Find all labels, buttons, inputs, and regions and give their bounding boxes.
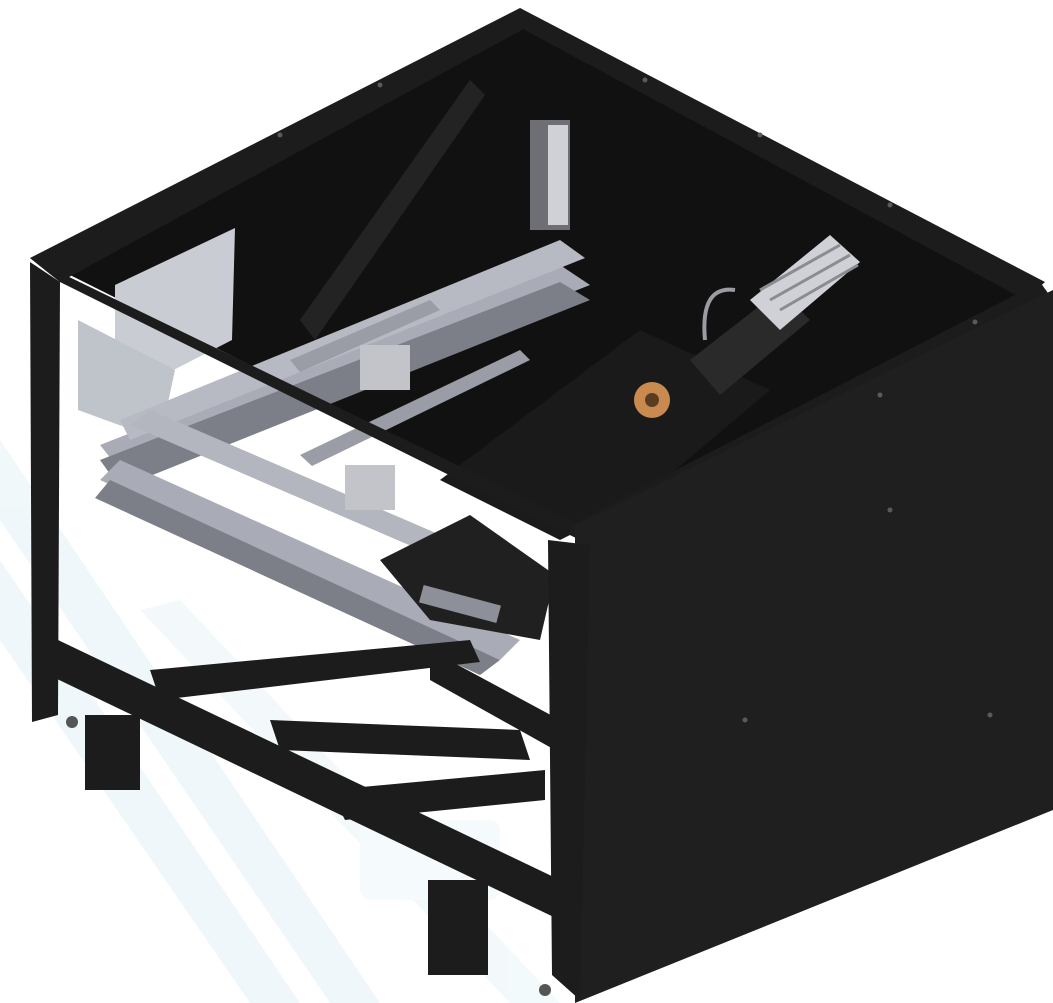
front-left-post	[30, 262, 60, 722]
base-frame	[55, 640, 560, 920]
right-side-panel	[575, 290, 1053, 1003]
leveling-feet	[66, 715, 551, 996]
motor-assembly	[634, 235, 860, 418]
frame-bolts	[277, 77, 993, 723]
carriage-block	[380, 515, 555, 640]
mechanism-plate	[440, 330, 770, 540]
back-diagonal-brace	[300, 80, 485, 340]
